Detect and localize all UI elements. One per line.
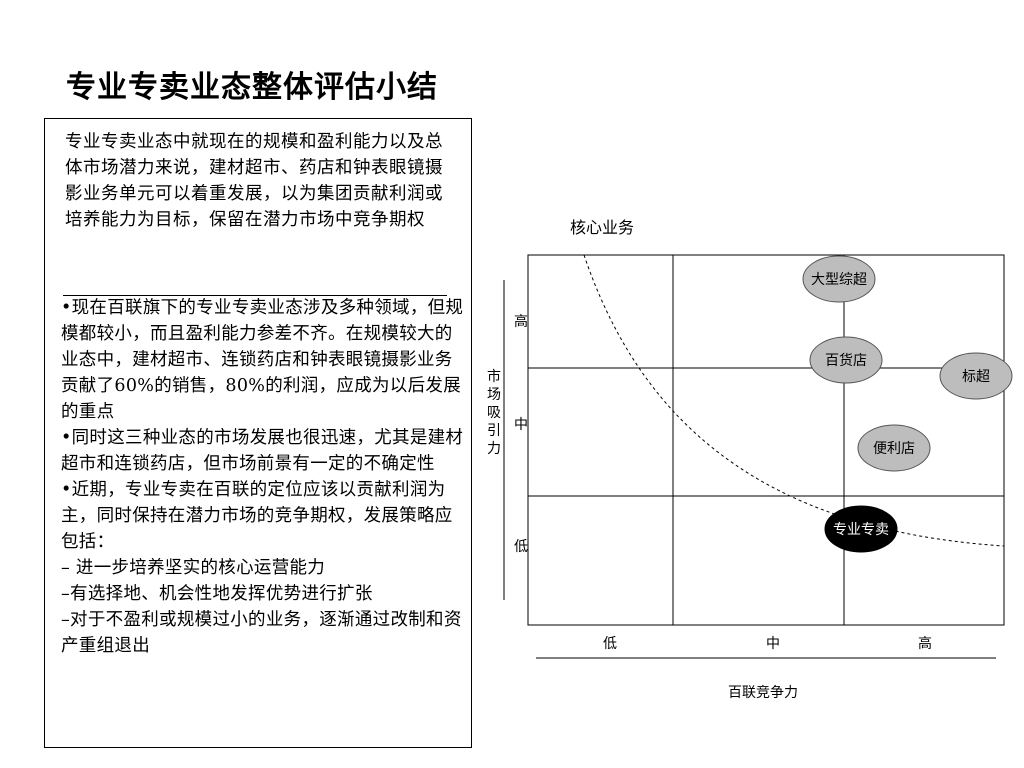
y-level-mid: 中 [514, 417, 528, 433]
core-business-label: 核心业务 [570, 218, 635, 237]
portfolio-matrix: 核心业务 市场吸引力 高 中 低 低 中 高 百联竞争力 大型综超 百货店 标超… [480, 200, 1024, 720]
bubble-standard-supermarket [939, 352, 1013, 400]
bubble-department-store [809, 336, 883, 384]
matrix-frame [527, 254, 1005, 626]
x-level-low: 低 [603, 636, 617, 652]
bullet-point: •近期，专业专卖在百联的定位应该以贡献利润为主，同时保持在潜力市场的竞争期权，发… [61, 480, 453, 552]
divider [63, 295, 447, 296]
y-level-high: 高 [514, 314, 528, 330]
core-boundary-curve [583, 254, 1005, 547]
bullet-subpoint: –有选择地、机会性地发挥优势进行扩张 [61, 584, 373, 604]
bubble-large-supermarket [802, 255, 876, 303]
summary-paragraph: 专业专卖业态中就现在的规模和盈利能力以及总体市场潜力来说，建材超市、药店和钟表眼… [65, 132, 443, 230]
x-level-high: 高 [918, 636, 932, 652]
summary-textbox: 专业专卖业态中就现在的规模和盈利能力以及总体市场潜力来说，建材超市、药店和钟表眼… [44, 118, 472, 748]
x-level-mid: 中 [766, 636, 780, 652]
bullet-points: •现在百联旗下的专业专卖业态涉及多种领域，但规模都较小，而且盈利能力参差不齐。在… [61, 295, 465, 659]
bullet-point: •同时这三种业态的市场发展也很迅速，尤其是建材超市和连锁药店，但市场前景有一定的… [61, 428, 464, 474]
bubble-label: 专业专卖 [833, 522, 889, 538]
page-title: 专业专卖业态整体评估小结 [66, 70, 438, 105]
bubble-label: 大型综超 [811, 272, 867, 288]
bullet-subpoint: – 进一步培养坚实的核心运营能力 [61, 558, 326, 578]
x-axis-title: 百联竞争力 [728, 685, 798, 701]
bubble-convenience-store [857, 424, 931, 472]
bubble-label: 便利店 [873, 441, 915, 457]
bubble-label: 百货店 [825, 353, 867, 369]
matrix-grid [503, 254, 1013, 659]
bullet-point: •现在百联旗下的专业专卖业态涉及多种领域，但规模都较小，而且盈利能力参差不齐。在… [61, 298, 464, 422]
y-level-low: 低 [514, 539, 528, 555]
bubble-label: 标超 [962, 369, 990, 385]
y-axis-title: 市场吸引力 [487, 369, 501, 457]
bullet-subpoint: –对于不盈利或规模过小的业务，逐渐通过改制和资产重组退出 [61, 610, 462, 656]
bubble-specialty-store [824, 505, 898, 553]
